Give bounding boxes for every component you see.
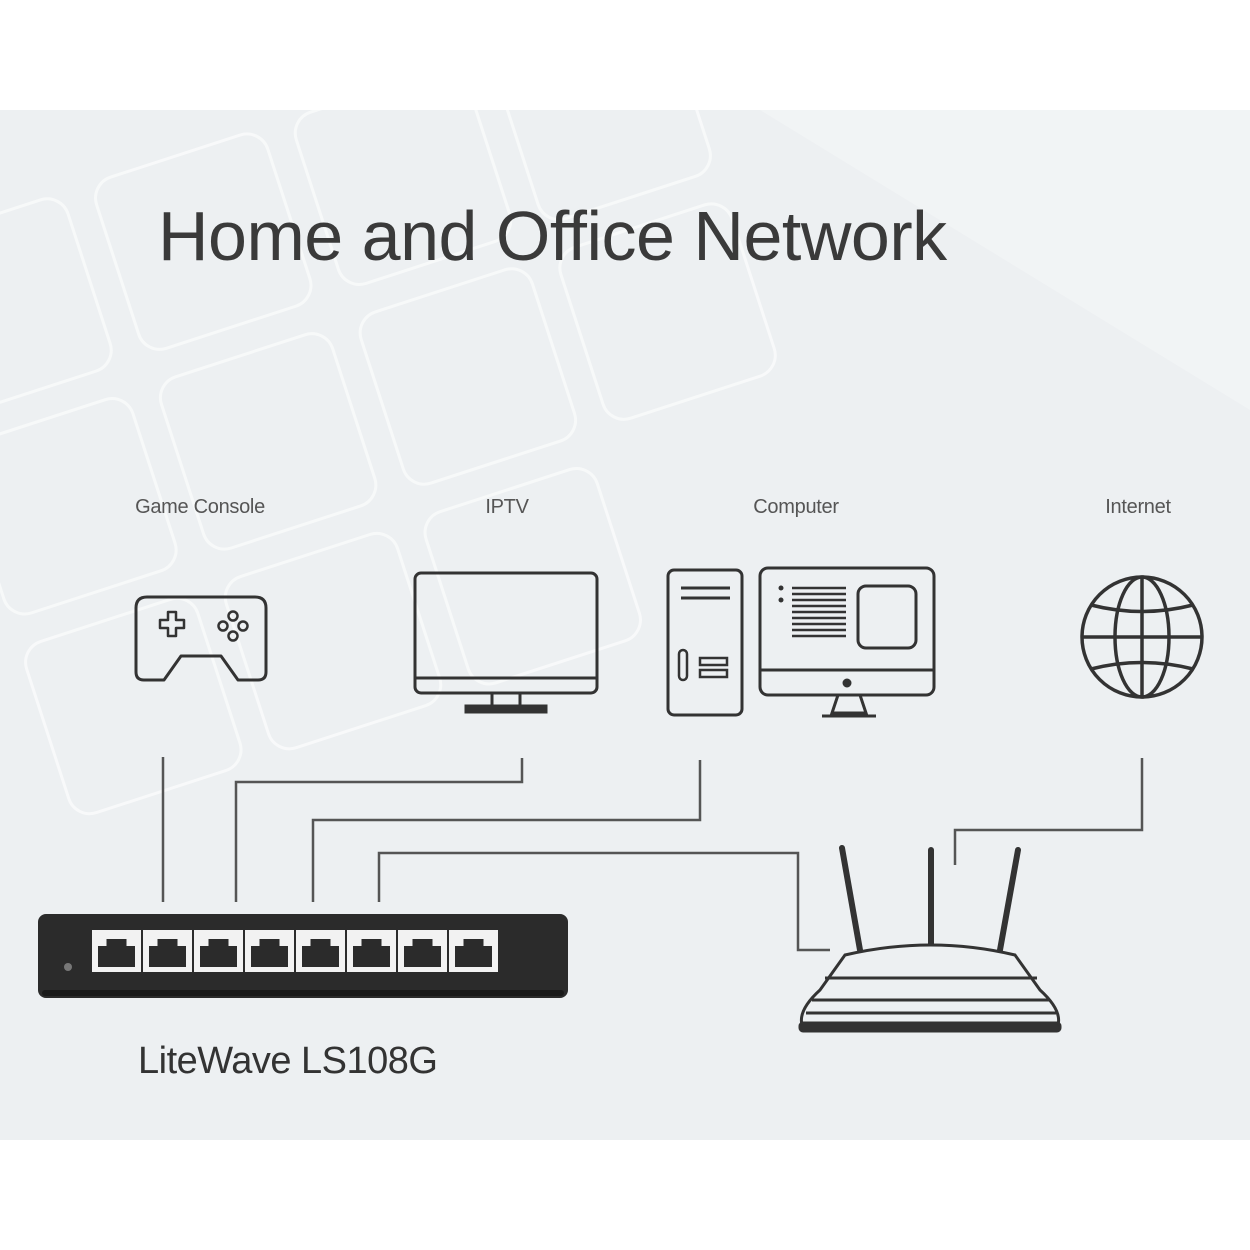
line-internet [953,758,1144,865]
desktop-computer-icon [666,568,744,717]
ethernet-port [449,930,498,972]
ethernet-port [92,930,141,972]
monitor-icon [413,571,599,714]
diagram-graphics [38,566,1204,1033]
connection-lines [161,757,1144,952]
router-icon [798,845,1062,1033]
label-iptv: IPTV [485,496,529,518]
page-title: Home and Office Network [158,197,947,275]
gamepad-icon [134,595,268,682]
switch-ports [92,930,498,972]
network-diagram-panel: Home and Office Network Game Console IPT… [0,110,1250,1140]
desktop-monitor-icon [758,566,936,718]
label-computer: Computer [753,496,839,518]
line-computer [311,760,702,902]
line-router [377,851,830,952]
ethernet-port [398,930,447,972]
globe-icon [1080,575,1204,699]
ethernet-port [347,930,396,972]
ethernet-port [296,930,345,972]
ethernet-port [143,930,192,972]
switch-model-name: LiteWave LS108G [138,1040,438,1082]
ethernet-port [194,930,243,972]
ethernet-port [245,930,294,972]
background-pattern [0,110,1250,816]
label-internet: Internet [1105,496,1171,518]
network-switch-icon [38,914,568,998]
label-game-console: Game Console [135,496,265,518]
line-iptv [234,758,524,902]
